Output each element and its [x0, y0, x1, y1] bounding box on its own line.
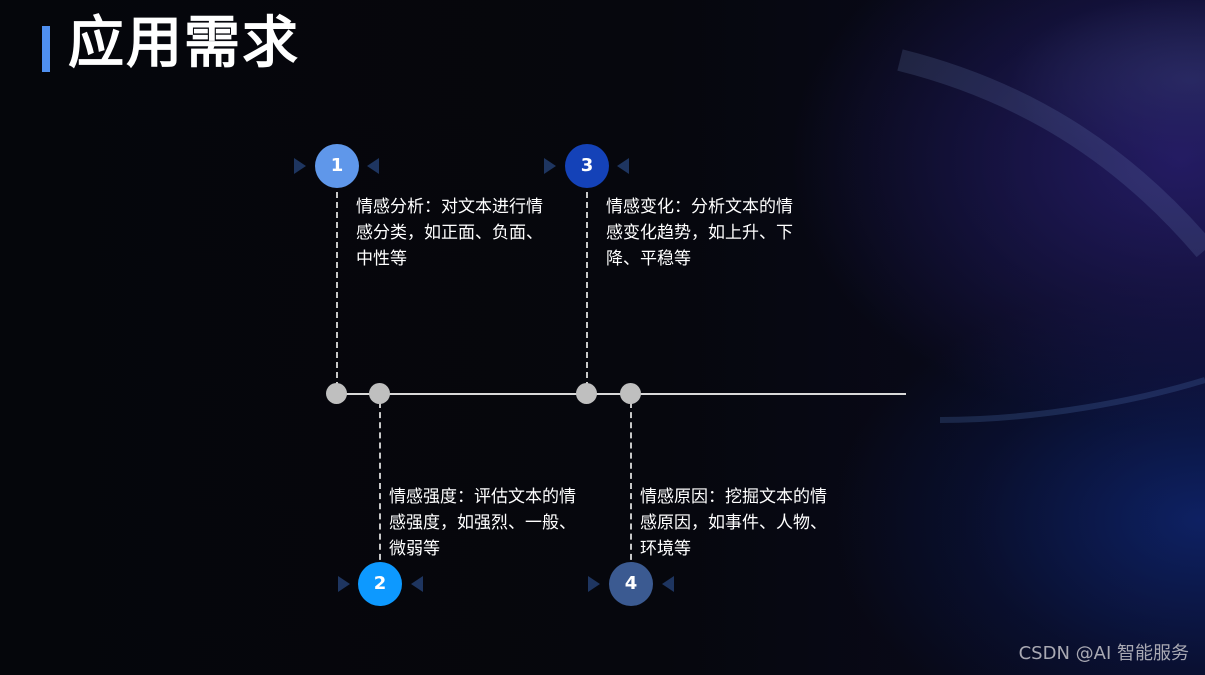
connector-1 [336, 192, 338, 388]
triangle-left-icon [662, 576, 674, 592]
connector-2 [379, 402, 381, 570]
timeline-dot-4 [620, 383, 641, 404]
timeline-dot-3 [576, 383, 597, 404]
connector-3 [586, 192, 588, 388]
step-text-2: 情感强度：评估文本的情感强度，如强烈、一般、微弱等 [389, 487, 576, 559]
step-badge-3: 3 [565, 144, 609, 188]
step-text-1: 情感分析：对文本进行情感分类，如正面、负面、中性等 [356, 197, 543, 269]
title-accent-bar [42, 26, 50, 72]
triangle-right-icon [588, 576, 600, 592]
step-badge-2: 2 [358, 562, 402, 606]
step-badge-4: 4 [609, 562, 653, 606]
watermark: CSDN @AI 智能服务 [1018, 643, 1189, 664]
triangle-right-icon [294, 158, 306, 174]
page-title: 应用需求 [68, 11, 300, 76]
timeline-dot-2 [369, 383, 390, 404]
triangle-right-icon [338, 576, 350, 592]
triangle-right-icon [544, 158, 556, 174]
connector-4 [630, 402, 632, 570]
timeline-dot-1 [326, 383, 347, 404]
triangle-left-icon [617, 158, 629, 174]
triangle-left-icon [367, 158, 379, 174]
step-text-4: 情感原因：挖掘文本的情感原因，如事件、人物、环境等 [640, 487, 827, 559]
triangle-left-icon [411, 576, 423, 592]
step-badge-1: 1 [315, 144, 359, 188]
step-text-3: 情感变化：分析文本的情感变化趋势，如上升、下降、平稳等 [606, 197, 793, 269]
